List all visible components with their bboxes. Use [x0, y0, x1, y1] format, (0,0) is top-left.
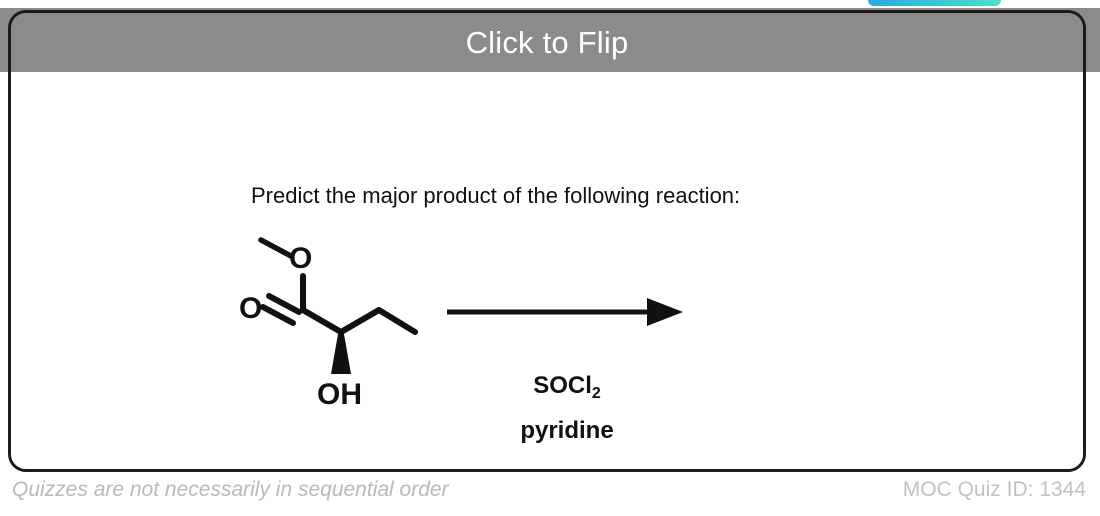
reagent-above-arrow: SOCl2 — [447, 372, 687, 402]
reagent-above-text: SOCl — [533, 372, 592, 399]
stereo-wedge-bond — [331, 334, 351, 374]
flashcard-header[interactable]: Click to Flip — [11, 13, 1083, 72]
starting-material-structure: O O OH — [239, 237, 418, 411]
hydroxyl-label: OH — [317, 378, 362, 411]
sequential-order-note: Quizzes are not necessarily in sequentia… — [12, 478, 449, 501]
footer: Quizzes are not necessarily in sequentia… — [0, 478, 1100, 516]
carbonyl-oxygen-label: O — [239, 292, 262, 325]
quiz-id-label: MOC Quiz ID: 1344 — [902, 478, 1086, 501]
question-prompt: Predict the major product of the followi… — [251, 183, 741, 208]
teal-tab[interactable] — [868, 0, 1001, 6]
flashcard[interactable]: Click to Flip Predict the major product … — [8, 10, 1086, 472]
reagent-above-subscript: 2 — [591, 385, 601, 402]
reaction-scheme: O O OH SOCl2 pyridine — [11, 222, 1083, 462]
ester-oxygen-label: O — [289, 242, 312, 275]
reaction-arrow-icon — [447, 298, 683, 326]
flashcard-body: Predict the major product of the followi… — [11, 72, 1083, 469]
flip-prompt-title: Click to Flip — [465, 25, 629, 60]
reagent-below-arrow: pyridine — [520, 417, 614, 444]
